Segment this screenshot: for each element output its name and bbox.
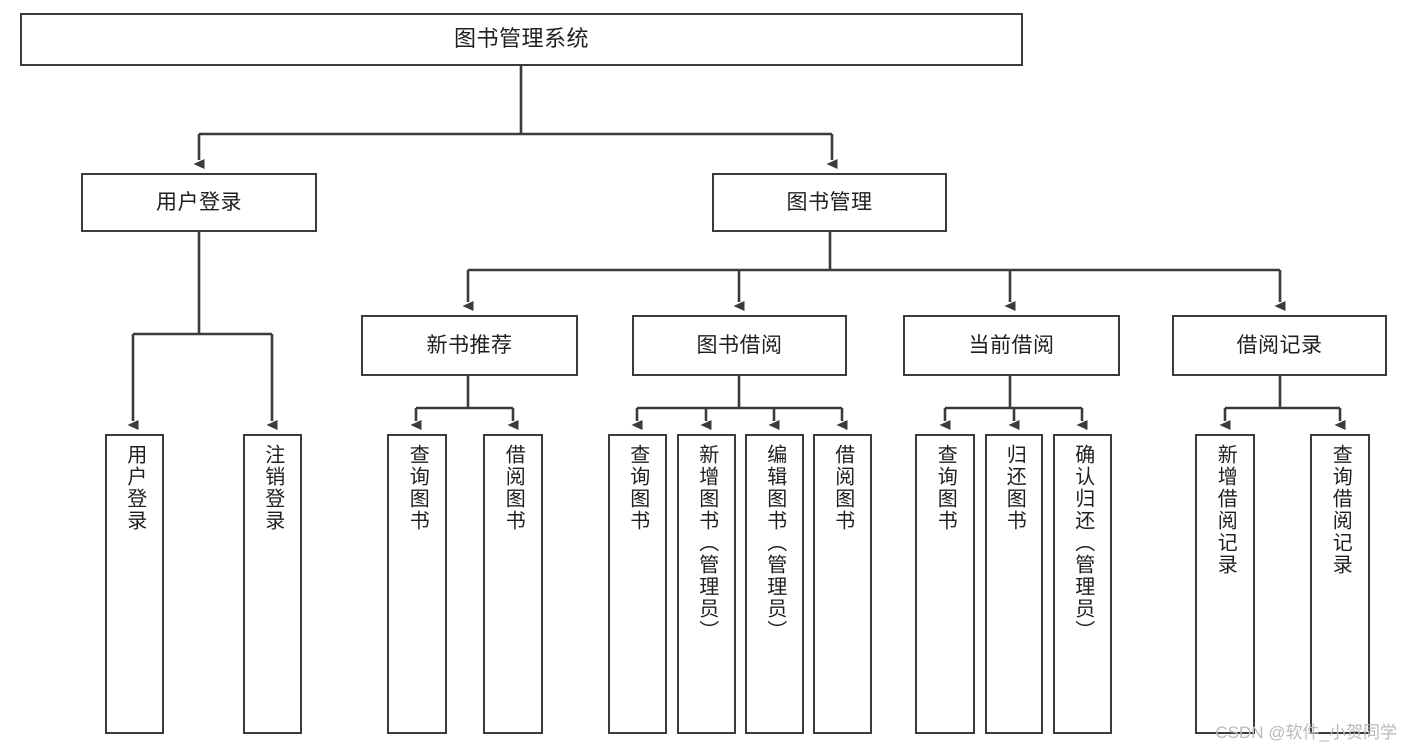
node-leaf-query-book-2[interactable]: 查询图书 <box>608 434 667 734</box>
node-book-borrow-label: 图书借阅 <box>696 333 783 357</box>
node-leaf-add-book[interactable]: 新增图书（管理员） <box>677 434 736 734</box>
node-leaf-query-book-1[interactable]: 查询图书 <box>387 434 447 734</box>
node-leaf-add-book-label: 新增图书（管理员） <box>695 444 718 642</box>
node-current-borrow-label: 当前借阅 <box>968 333 1055 357</box>
node-root-label: 图书管理系统 <box>453 26 589 52</box>
node-leaf-add-record[interactable]: 新增借阅记录 <box>1195 434 1255 734</box>
node-leaf-confirm-return-label: 确认归还（管理员） <box>1071 444 1094 642</box>
node-leaf-query-book-2-label: 查询图书 <box>626 444 649 532</box>
node-leaf-borrow-book-2[interactable]: 借阅图书 <box>813 434 872 734</box>
node-leaf-borrow-book-1-label: 借阅图书 <box>502 444 525 532</box>
node-leaf-edit-book[interactable]: 编辑图书（管理员） <box>745 434 804 734</box>
node-leaf-user-login-label: 用户登录 <box>123 444 146 532</box>
node-new-book-recommend-label: 新书推荐 <box>426 333 513 357</box>
node-leaf-confirm-return[interactable]: 确认归还（管理员） <box>1053 434 1112 734</box>
node-leaf-add-record-label: 新增借阅记录 <box>1214 444 1237 576</box>
node-leaf-return-book-label: 归还图书 <box>1003 444 1026 532</box>
node-new-book-recommend[interactable]: 新书推荐 <box>361 315 578 376</box>
node-leaf-user-logout-label: 注销登录 <box>261 444 284 532</box>
node-book-manage[interactable]: 图书管理 <box>712 173 947 232</box>
node-current-borrow[interactable]: 当前借阅 <box>903 315 1120 376</box>
node-leaf-query-record-label: 查询借阅记录 <box>1329 444 1352 576</box>
node-leaf-borrow-book-2-label: 借阅图书 <box>831 444 854 532</box>
node-book-manage-label: 图书管理 <box>786 190 873 214</box>
node-root[interactable]: 图书管理系统 <box>20 13 1023 66</box>
node-borrow-record[interactable]: 借阅记录 <box>1172 315 1387 376</box>
node-user-login[interactable]: 用户登录 <box>81 173 317 232</box>
node-leaf-user-logout[interactable]: 注销登录 <box>243 434 302 734</box>
node-leaf-user-login[interactable]: 用户登录 <box>105 434 164 734</box>
node-user-login-label: 用户登录 <box>156 190 242 214</box>
node-leaf-query-record[interactable]: 查询借阅记录 <box>1310 434 1370 734</box>
node-leaf-edit-book-label: 编辑图书（管理员） <box>763 444 786 642</box>
node-borrow-record-label: 借阅记录 <box>1236 333 1323 357</box>
node-leaf-query-book-3[interactable]: 查询图书 <box>915 434 975 734</box>
node-leaf-borrow-book-1[interactable]: 借阅图书 <box>483 434 543 734</box>
node-leaf-query-book-3-label: 查询图书 <box>934 444 957 532</box>
node-book-borrow[interactable]: 图书借阅 <box>632 315 847 376</box>
watermark: CSDN @软件_小贺同学 <box>1215 723 1397 742</box>
node-leaf-query-book-1-label: 查询图书 <box>406 444 429 532</box>
node-leaf-return-book[interactable]: 归还图书 <box>985 434 1043 734</box>
